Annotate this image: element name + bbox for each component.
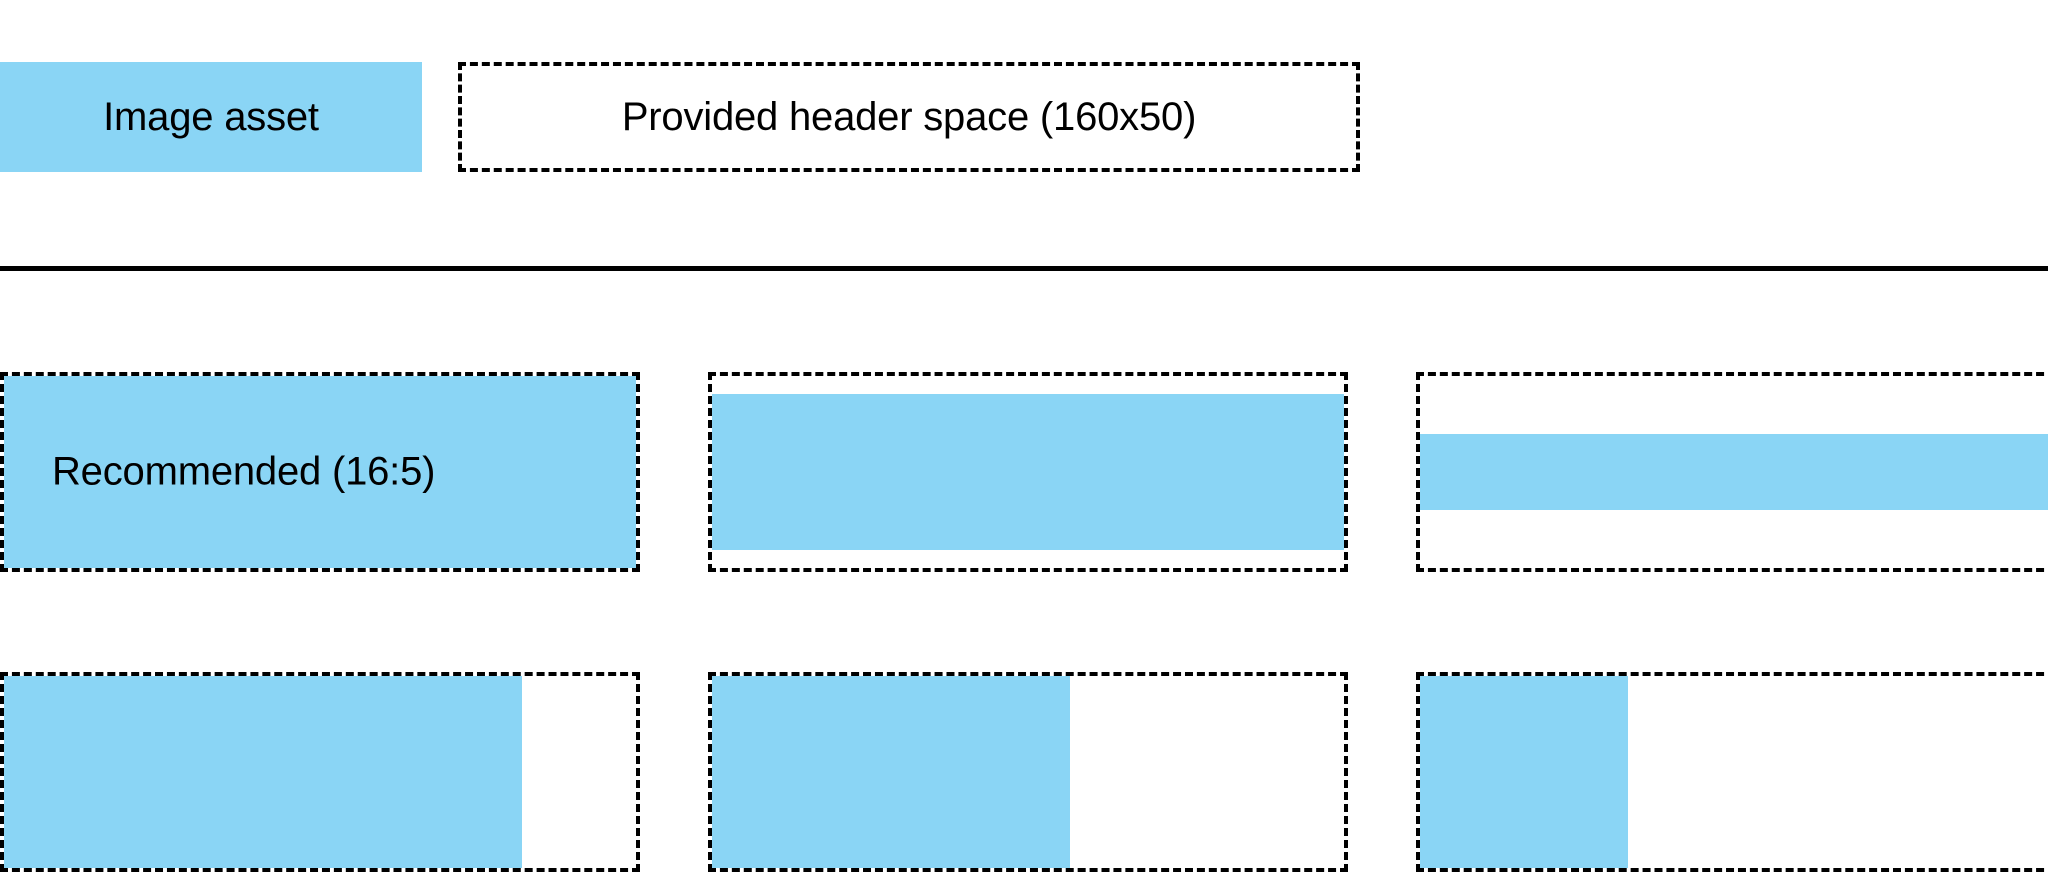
ratio-cell-shorter — [708, 372, 1348, 572]
image-asset-label: Image asset — [103, 94, 319, 139]
ratio-cell-recommended: Recommended (16:5) — [0, 372, 640, 572]
asset-fill-left-narrow — [1420, 676, 1628, 868]
recommended-ratio-label: Recommended (16:5) — [52, 449, 436, 494]
provided-header-space-box: Provided header space (160x50) — [458, 62, 1360, 172]
ratio-cell-shortest — [1416, 372, 2048, 572]
asset-fill-thin-band — [1420, 434, 2048, 510]
provided-header-space-label: Provided header space (160x50) — [621, 94, 1197, 139]
asset-fill-inset-vertical — [712, 394, 1344, 550]
header-legend-row: Image asset Provided header space (160x5… — [0, 62, 2048, 172]
section-divider — [0, 266, 2048, 271]
aspect-ratio-examples-grid: Recommended (16:5) — [0, 372, 2048, 896]
ratio-cell-medium — [708, 672, 1348, 872]
image-asset-swatch: Image asset — [0, 62, 422, 172]
asset-fill-left-wide — [4, 676, 522, 868]
asset-fill-left-medium — [712, 676, 1070, 868]
ratio-cell-narrow — [1416, 672, 2048, 872]
asset-fill-full — [4, 376, 636, 568]
ratio-cell-wide — [0, 672, 640, 872]
